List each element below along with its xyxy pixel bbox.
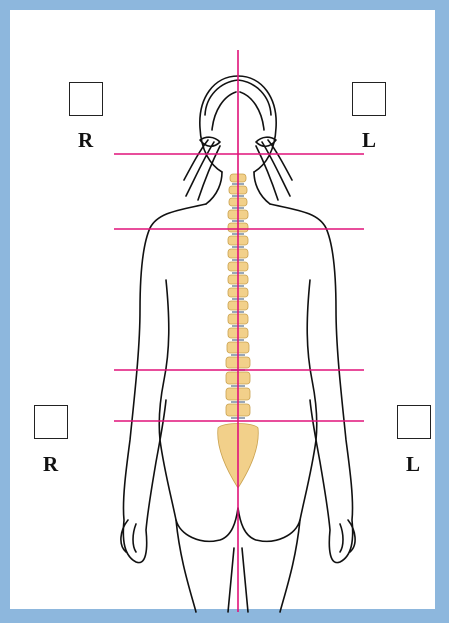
hair-right [238,80,292,200]
label-lower-right-side: R [43,454,58,475]
label-upper-left-side: L [362,130,376,151]
inner-leg-right [242,548,248,612]
checkbox-lower-left-side[interactable] [397,405,431,439]
neck-right [254,172,270,204]
label-lower-left-side: L [406,454,420,475]
left-torso-arm [123,204,206,563]
label-upper-right-side: R [78,130,93,151]
checkbox-upper-left-side[interactable] [352,82,386,116]
checkbox-upper-right-side[interactable] [69,82,103,116]
checkbox-lower-right-side[interactable] [34,405,68,439]
hair-left [184,80,238,200]
right-torso-arm [270,204,353,563]
neck-left [206,172,222,204]
inner-leg-left [228,548,234,612]
